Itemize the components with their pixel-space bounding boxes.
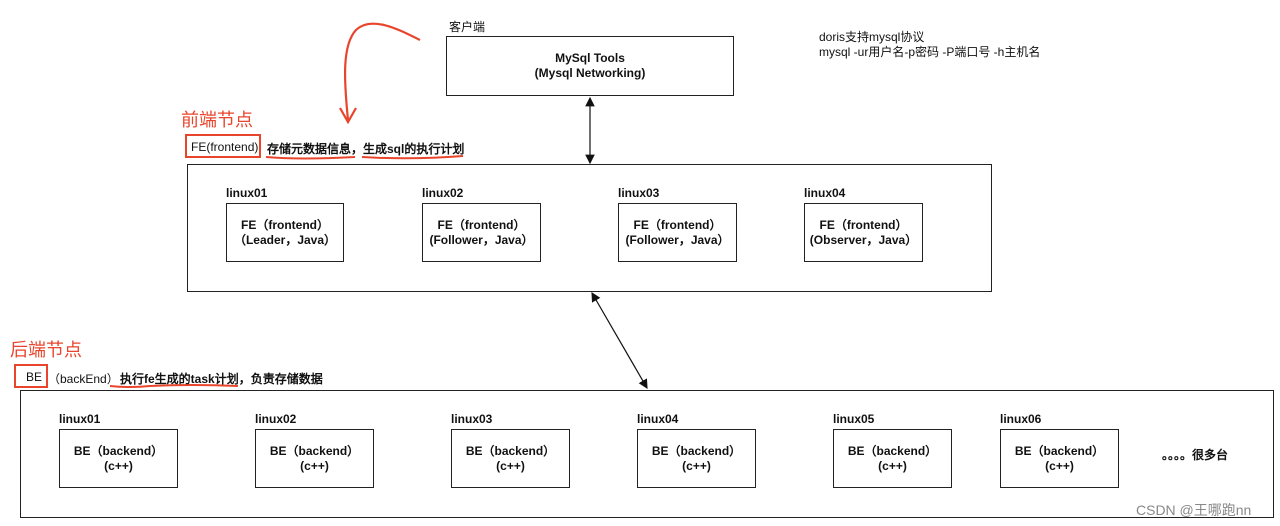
fe-tag-frame [185,134,261,158]
be-node-name: BE（backend） [651,443,742,458]
fe-node-name: FE（frontend） [241,217,329,232]
annotation-curve-arrowhead [339,107,357,125]
mysql-tools-subtitle: (Mysql Networking) [534,66,646,80]
fe-desc-underline-2 [361,155,464,160]
be-desc-underline-1 [109,384,239,388]
be-node-name: BE（backend） [269,443,360,458]
fe-node-role: （Leader，Java） [233,232,337,247]
be-node-6: BE（backend） (c++) [1000,429,1119,488]
fe-node-leader: FE（frontend） （Leader，Java） [226,203,344,262]
be-host-linux03: linux03 [451,412,493,426]
fe-node-follower-2: FE（frontend） (Follower，Java） [618,203,737,262]
be-node-name: BE（backend） [1014,443,1105,458]
be-node-lang: (c++) [300,458,329,473]
be-node-name: BE（backend） [847,443,938,458]
be-node-lang: (c++) [878,458,907,473]
be-node-4: BE（backend） (c++) [637,429,756,488]
fe-node-name: FE（frontend） [819,217,908,232]
client-label: 客户端 [449,20,486,34]
be-description: 执行fe生成的task计划，负责存储数据 [120,372,323,386]
fe-description: 存储元数据信息，生成sql的执行计划 [267,142,465,156]
be-host-linux05: linux05 [833,412,875,426]
be-tag-frame [14,364,48,388]
fe-be-arrow [591,291,648,390]
fe-desc-underline-1 [265,156,356,160]
fe-node-name: FE（frontend） [633,217,722,232]
annotation-curve-arrow [343,22,421,121]
be-node-5: BE（backend） (c++) [833,429,952,488]
fe-host-linux01: linux01 [226,186,268,200]
be-host-linux01: linux01 [59,412,101,426]
fe-node-observer: FE（frontend） (Observer，Java） [804,203,923,262]
be-node-lang: (c++) [682,458,711,473]
protocol-note-line1: doris支持mysql协议 [819,30,925,44]
be-host-linux06: linux06 [1000,412,1042,426]
fe-tag: FE(frontend) [191,140,259,154]
be-node-1: BE（backend） (c++) [59,429,178,488]
fe-host-linux03: linux03 [618,186,660,200]
fe-host-linux04: linux04 [804,186,846,200]
backend-title: 后端节点 [10,340,82,361]
be-node-lang: (c++) [1045,458,1074,473]
frontend-title: 前端节点 [181,110,253,131]
be-tag-suffix: （backEnd） [48,372,119,386]
be-node-lang: (c++) [496,458,525,473]
watermark: CSDN @王哪跑nn [1136,502,1252,518]
more-nodes-label: 。。。。很多台 [1162,448,1229,462]
be-node-name: BE（backend） [73,443,164,458]
be-tag: BE [26,370,43,384]
be-node-name: BE（backend） [465,443,556,458]
fe-host-linux02: linux02 [422,186,464,200]
be-host-linux02: linux02 [255,412,297,426]
mysql-tools-box: MySql Tools (Mysql Networking) [446,36,734,96]
fe-node-follower-1: FE（frontend） (Follower，Java） [422,203,541,262]
fe-node-role: (Follower，Java） [625,232,730,247]
fe-node-name: FE（frontend） [437,217,526,232]
fe-node-role: (Follower，Java） [429,232,534,247]
be-node-3: BE（backend） (c++) [451,429,570,488]
be-node-2: BE（backend） (c++) [255,429,374,488]
mysql-tools-title: MySql Tools [555,51,625,65]
fe-node-role: (Observer，Java） [809,232,918,247]
protocol-note-line2: mysql -ur用户名-p密码 -P端口号 -h主机名 [819,45,1041,59]
be-node-lang: (c++) [104,458,133,473]
be-host-linux04: linux04 [637,412,679,426]
